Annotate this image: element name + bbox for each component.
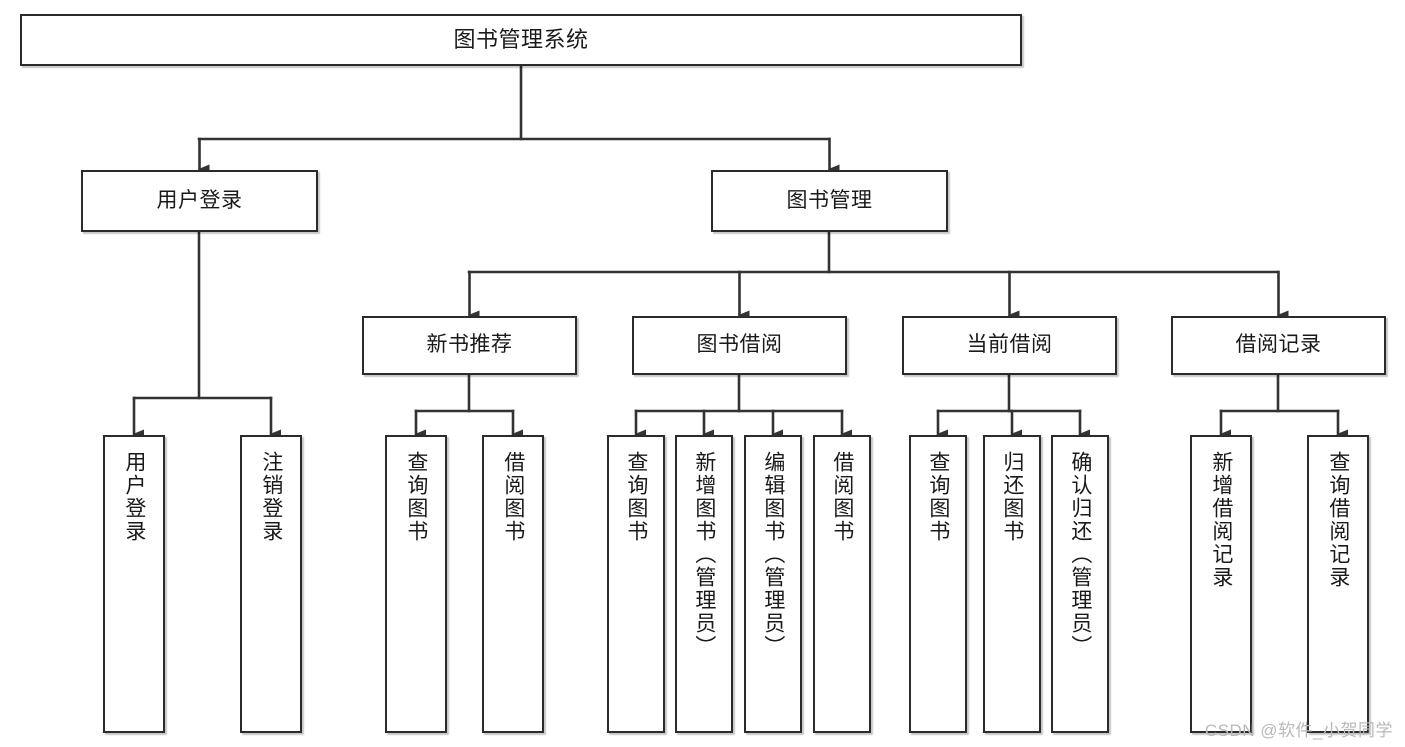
- node-leaf-borrow-book-label: 借阅图书: [830, 451, 854, 543]
- node-new-book-recommend-label: 新书推荐: [426, 333, 513, 357]
- node-root[interactable]: 图书管理系统: [20, 14, 1022, 66]
- node-leaf-confirm-return[interactable]: 确认归还（管理员）: [1051, 435, 1109, 733]
- node-leaf-logout-login-label: 注销登录: [259, 451, 283, 543]
- node-book-borrow-label: 图书借阅: [696, 333, 783, 357]
- node-leaf-add-borrow-record[interactable]: 新增借阅记录: [1190, 435, 1252, 733]
- node-book-manage[interactable]: 图书管理: [711, 170, 948, 232]
- node-leaf-edit-book-label: 编辑图书（管理员）: [761, 451, 785, 658]
- node-leaf-edit-book[interactable]: 编辑图书（管理员）: [744, 435, 802, 733]
- node-leaf-user-login-label: 用户登录: [122, 451, 146, 543]
- node-leaf-confirm-return-label: 确认归还（管理员）: [1068, 451, 1092, 658]
- node-borrow-record-label: 借阅记录: [1235, 333, 1322, 357]
- node-leaf-add-borrow-record-label: 新增借阅记录: [1209, 451, 1233, 589]
- node-leaf-logout-login[interactable]: 注销登录: [240, 435, 302, 733]
- node-leaf-return-book-label: 归还图书: [1000, 451, 1024, 543]
- watermark-text: CSDN @软件_小贺同学: [1204, 721, 1393, 740]
- node-leaf-query-borrow-record[interactable]: 查询借阅记录: [1307, 435, 1369, 733]
- node-leaf-add-book-label: 新增图书（管理员）: [692, 451, 716, 658]
- node-leaf-return-book[interactable]: 归还图书: [983, 435, 1041, 733]
- node-new-book-recommend[interactable]: 新书推荐: [362, 316, 577, 375]
- node-leaf-query-book-borrow[interactable]: 查询图书: [607, 435, 665, 733]
- node-leaf-query-book-borrow-label: 查询图书: [624, 451, 648, 543]
- node-leaf-query-book-cur-label: 查询图书: [926, 451, 950, 543]
- node-root-label: 图书管理系统: [453, 27, 589, 53]
- node-leaf-query-borrow-record-label: 查询借阅记录: [1326, 451, 1350, 589]
- node-leaf-query-book-rec[interactable]: 查询图书: [385, 435, 447, 733]
- node-book-manage-label: 图书管理: [786, 188, 873, 212]
- node-leaf-query-book-rec-label: 查询图书: [404, 451, 428, 543]
- node-borrow-record[interactable]: 借阅记录: [1171, 316, 1386, 375]
- node-leaf-borrow-book-rec[interactable]: 借阅图书: [482, 435, 544, 733]
- node-user-login-label: 用户登录: [156, 188, 243, 212]
- node-book-borrow[interactable]: 图书借阅: [632, 316, 847, 375]
- node-leaf-add-book[interactable]: 新增图书（管理员）: [675, 435, 733, 733]
- node-current-borrow[interactable]: 当前借阅: [902, 316, 1117, 375]
- node-current-borrow-label: 当前借阅: [966, 333, 1053, 357]
- node-leaf-borrow-book-rec-label: 借阅图书: [501, 451, 525, 543]
- node-leaf-borrow-book[interactable]: 借阅图书: [813, 435, 871, 733]
- node-leaf-query-book-cur[interactable]: 查询图书: [909, 435, 967, 733]
- node-leaf-user-login[interactable]: 用户登录: [103, 435, 165, 733]
- node-user-login[interactable]: 用户登录: [81, 170, 318, 232]
